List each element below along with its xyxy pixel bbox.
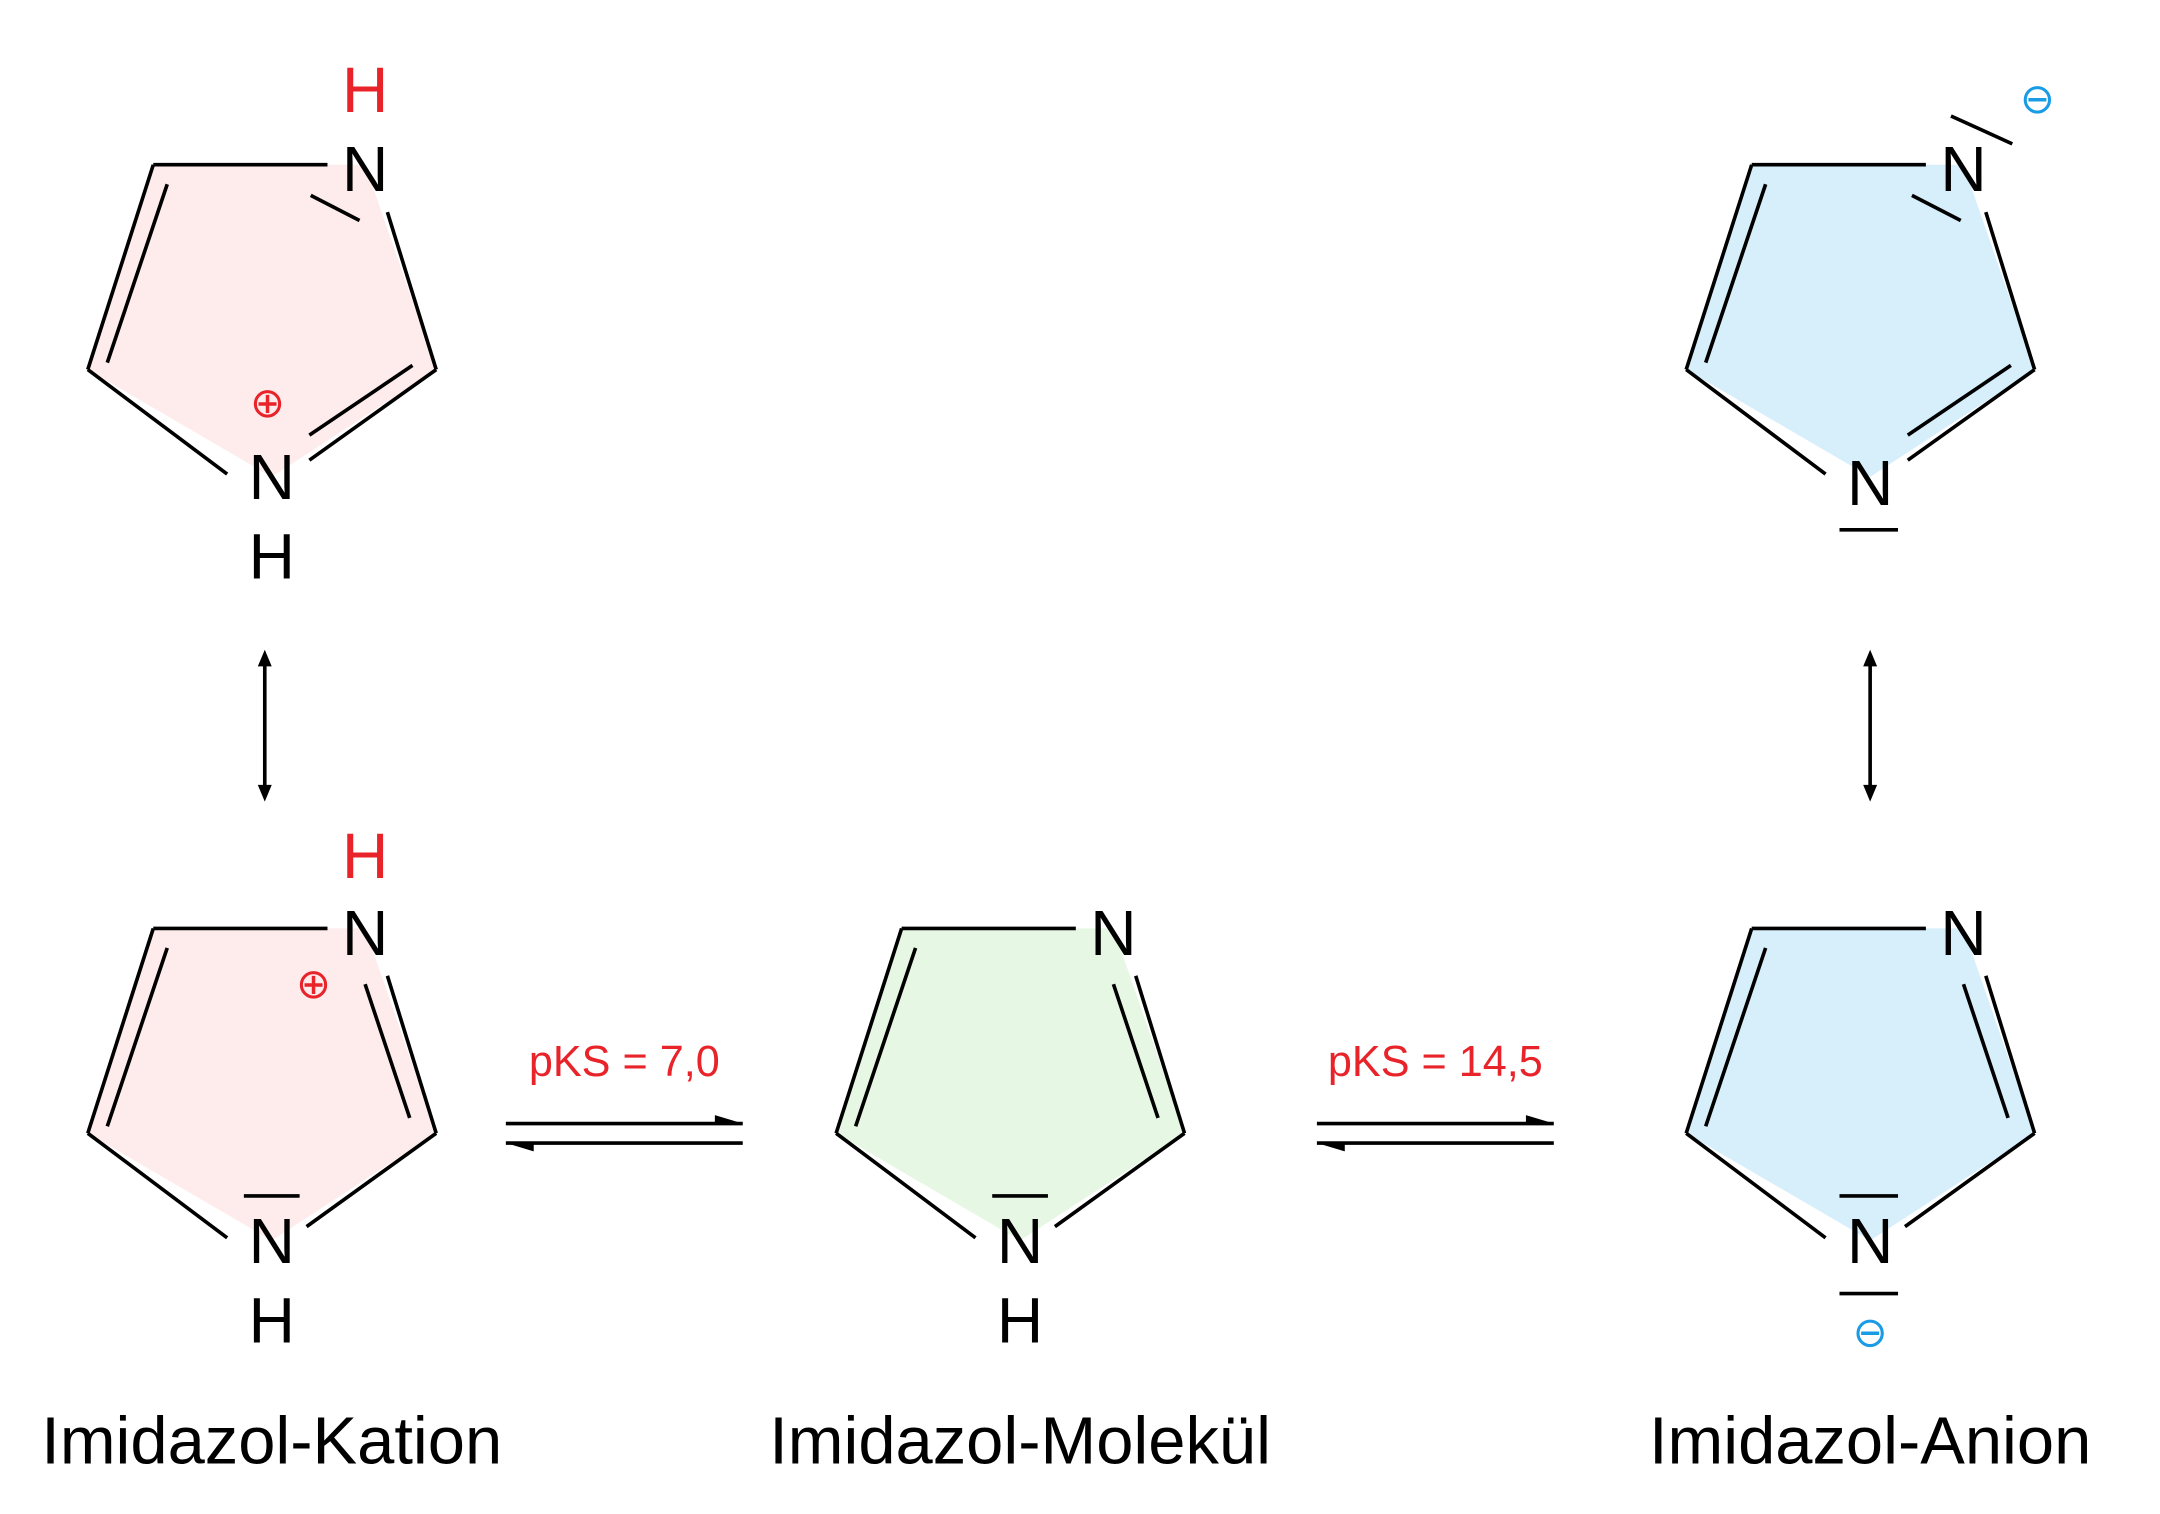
proton-h: H <box>342 54 388 126</box>
nitrogen-atom: N <box>342 133 388 205</box>
nitrogen-atom: N <box>342 897 388 969</box>
pks-label: pKS = 7,0 <box>529 1038 720 1086</box>
ring-fill <box>87 164 437 477</box>
anion-label: Imidazol-Anion <box>1649 1404 2091 1479</box>
negative-charge-icon: ⊖ <box>1853 1307 1888 1356</box>
nitrogen-atom: N <box>1090 897 1136 969</box>
cation-label: Imidazol-Kation <box>41 1404 502 1479</box>
nitrogen-atom: N <box>1847 1205 1893 1277</box>
nitrogen-atom: N <box>249 1205 295 1277</box>
cation-resonance-top: H N N H ⊕ <box>86 54 438 593</box>
nitrogen-atom: N <box>249 441 295 513</box>
positive-charge-icon: ⊕ <box>250 378 285 427</box>
equilibrium-arrow-1: pKS = 7,0 <box>505 1038 743 1152</box>
equilibrium-arrow-2: pKS = 14,5 <box>1316 1038 1554 1152</box>
negative-charge-icon: ⊖ <box>2020 74 2055 123</box>
resonance-arrow-left <box>257 649 272 802</box>
resonance-arrow-right <box>1863 649 1878 802</box>
molecule-label: Imidazol-Molekül <box>769 1404 1271 1479</box>
proton-h: H <box>342 820 388 892</box>
anion-resonance-bottom: N N ⊖ <box>1684 897 2037 1356</box>
positive-charge-icon: ⊕ <box>296 959 331 1008</box>
hydrogen-atom: H <box>249 1284 295 1356</box>
hydrogen-atom: H <box>997 1284 1043 1356</box>
nitrogen-atom: N <box>1940 133 1986 205</box>
nitrogen-atom: N <box>1940 897 1986 969</box>
cation-resonance-bottom: H N N H ⊕ <box>86 820 438 1356</box>
anion-resonance-top: N N ⊖ <box>1684 74 2055 532</box>
hydrogen-atom: H <box>249 521 295 593</box>
nitrogen-atom: N <box>997 1205 1043 1277</box>
nitrogen-atom: N <box>1847 447 1893 519</box>
imidazole-molecule: N N H <box>834 897 1187 1356</box>
pks-label: pKS = 14,5 <box>1328 1038 1543 1086</box>
